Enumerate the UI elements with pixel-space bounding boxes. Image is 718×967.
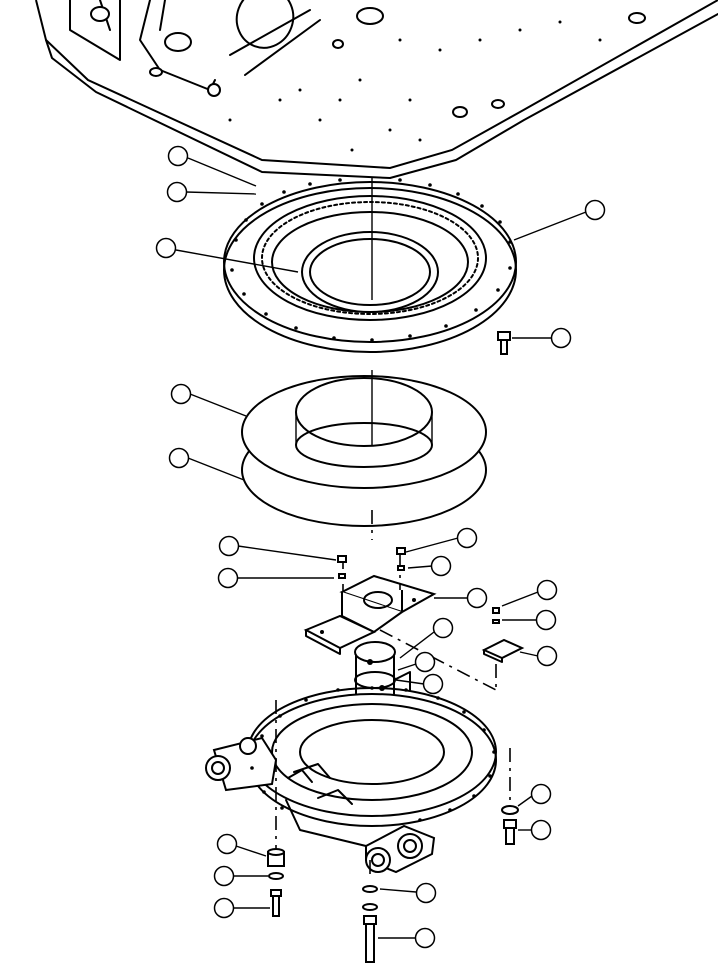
callout-circle	[535, 609, 557, 631]
callout-circle	[550, 327, 572, 349]
callout-circle	[217, 567, 239, 589]
callout-circle	[213, 865, 235, 887]
swing-bearing	[223, 178, 517, 353]
callout-circle	[155, 237, 177, 259]
callout-circle	[216, 833, 238, 855]
callout-circle	[422, 673, 444, 695]
callout-circle	[415, 882, 437, 904]
callout-circle	[466, 587, 488, 609]
callout-circle	[530, 783, 552, 805]
callout-circle	[456, 527, 478, 549]
leader-lines	[175, 157, 587, 939]
callout-circle	[218, 535, 240, 557]
seal-ring	[241, 370, 487, 540]
bracket-bolts	[337, 547, 406, 579]
callout-circle	[168, 447, 190, 469]
lower-hardware	[267, 805, 519, 963]
callout-circle	[530, 819, 552, 841]
lower-frame	[205, 686, 497, 874]
lock-plate	[379, 607, 525, 691]
callout-circle	[414, 651, 436, 673]
callout-circle	[414, 927, 436, 949]
callouts	[155, 145, 606, 949]
callout-circle	[584, 199, 606, 221]
callout-circle	[536, 579, 558, 601]
callout-circle	[430, 555, 452, 577]
swivel-bracket	[303, 555, 437, 655]
callout-circle	[167, 145, 189, 167]
callout-circle	[166, 181, 188, 203]
callout-circle	[213, 897, 235, 919]
upper-frame	[35, 0, 718, 179]
callout-circle	[432, 617, 454, 639]
callout-circle	[170, 383, 192, 405]
callout-circle	[536, 645, 558, 667]
bearing-bolt	[497, 331, 511, 355]
